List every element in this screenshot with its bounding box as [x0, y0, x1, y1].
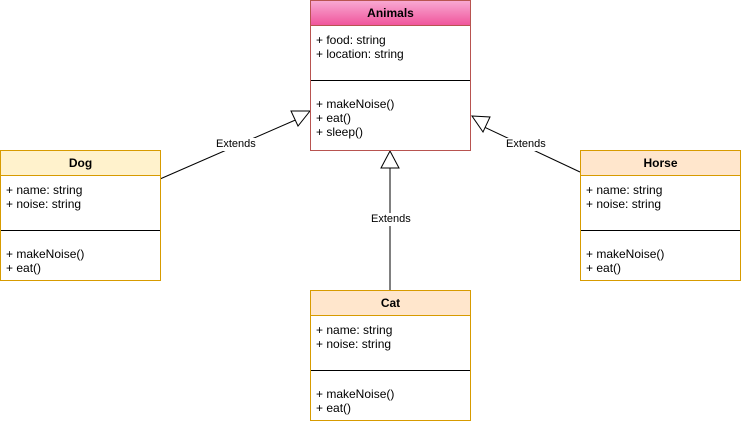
- method-eat: + eat(): [586, 261, 622, 275]
- class-cat[interactable]: Cat + name: string + noise: string + mak…: [310, 290, 471, 421]
- class-dog-attributes: + name: string + noise: string: [6, 183, 82, 211]
- method-makenoise: + makeNoise(): [316, 97, 395, 111]
- class-cat-separator: [311, 370, 470, 371]
- attribute-noise: + noise: string: [586, 197, 662, 211]
- class-dog-header: Dog: [1, 151, 160, 176]
- class-horse[interactable]: Horse + name: string + noise: string + m…: [580, 150, 741, 281]
- method-eat: + eat(): [6, 261, 42, 275]
- class-animals-separator: [311, 80, 470, 81]
- class-animals-attributes: + food: string + location: string: [316, 33, 404, 61]
- edge-label-dog: Extends: [215, 138, 257, 151]
- class-dog-methods: + makeNoise() + eat(): [6, 247, 84, 275]
- method-makenoise: + makeNoise(): [6, 247, 85, 261]
- class-dog-separator: [1, 230, 160, 231]
- class-dog-title: Dog: [68, 156, 93, 170]
- class-animals-header: Animals: [311, 1, 470, 26]
- attribute-name: + name: string: [6, 183, 83, 197]
- edge-label-cat: Extends: [370, 213, 412, 226]
- class-dog[interactable]: Dog + name: string + noise: string + mak…: [0, 150, 161, 281]
- class-horse-methods: + makeNoise() + eat(): [586, 247, 664, 275]
- class-animals-title: Animals: [367, 6, 414, 20]
- class-horse-attributes: + name: string + noise: string: [586, 183, 662, 211]
- method-makenoise: + makeNoise(): [586, 247, 665, 261]
- class-horse-header: Horse: [581, 151, 740, 176]
- class-cat-header: Cat: [311, 291, 470, 316]
- class-animals[interactable]: Animals + food: string + location: strin…: [310, 0, 471, 151]
- method-eat: + eat(): [316, 111, 352, 125]
- method-makenoise: + makeNoise(): [316, 387, 395, 401]
- edge-label-horse: Extends: [505, 138, 547, 151]
- attribute-noise: + noise: string: [6, 197, 82, 211]
- attribute-location: + location: string: [316, 47, 404, 61]
- class-animals-methods: + makeNoise() + eat() + sleep(): [316, 97, 394, 139]
- method-eat: + eat(): [316, 401, 352, 415]
- attribute-food: + food: string: [316, 33, 386, 47]
- attribute-name: + name: string: [316, 323, 393, 337]
- class-horse-title: Horse: [643, 156, 678, 170]
- class-cat-title: Cat: [380, 296, 401, 310]
- class-cat-methods: + makeNoise() + eat(): [316, 387, 394, 415]
- arrowhead-dog-animals: [290, 110, 312, 127]
- attribute-name: + name: string: [586, 183, 663, 197]
- arrowhead-horse-animals: [471, 115, 491, 134]
- class-cat-attributes: + name: string + noise: string: [316, 323, 392, 351]
- arrowhead-cat-animals: [380, 149, 400, 169]
- method-sleep: + sleep(): [316, 125, 364, 139]
- attribute-noise: + noise: string: [316, 337, 392, 351]
- class-horse-separator: [581, 230, 740, 231]
